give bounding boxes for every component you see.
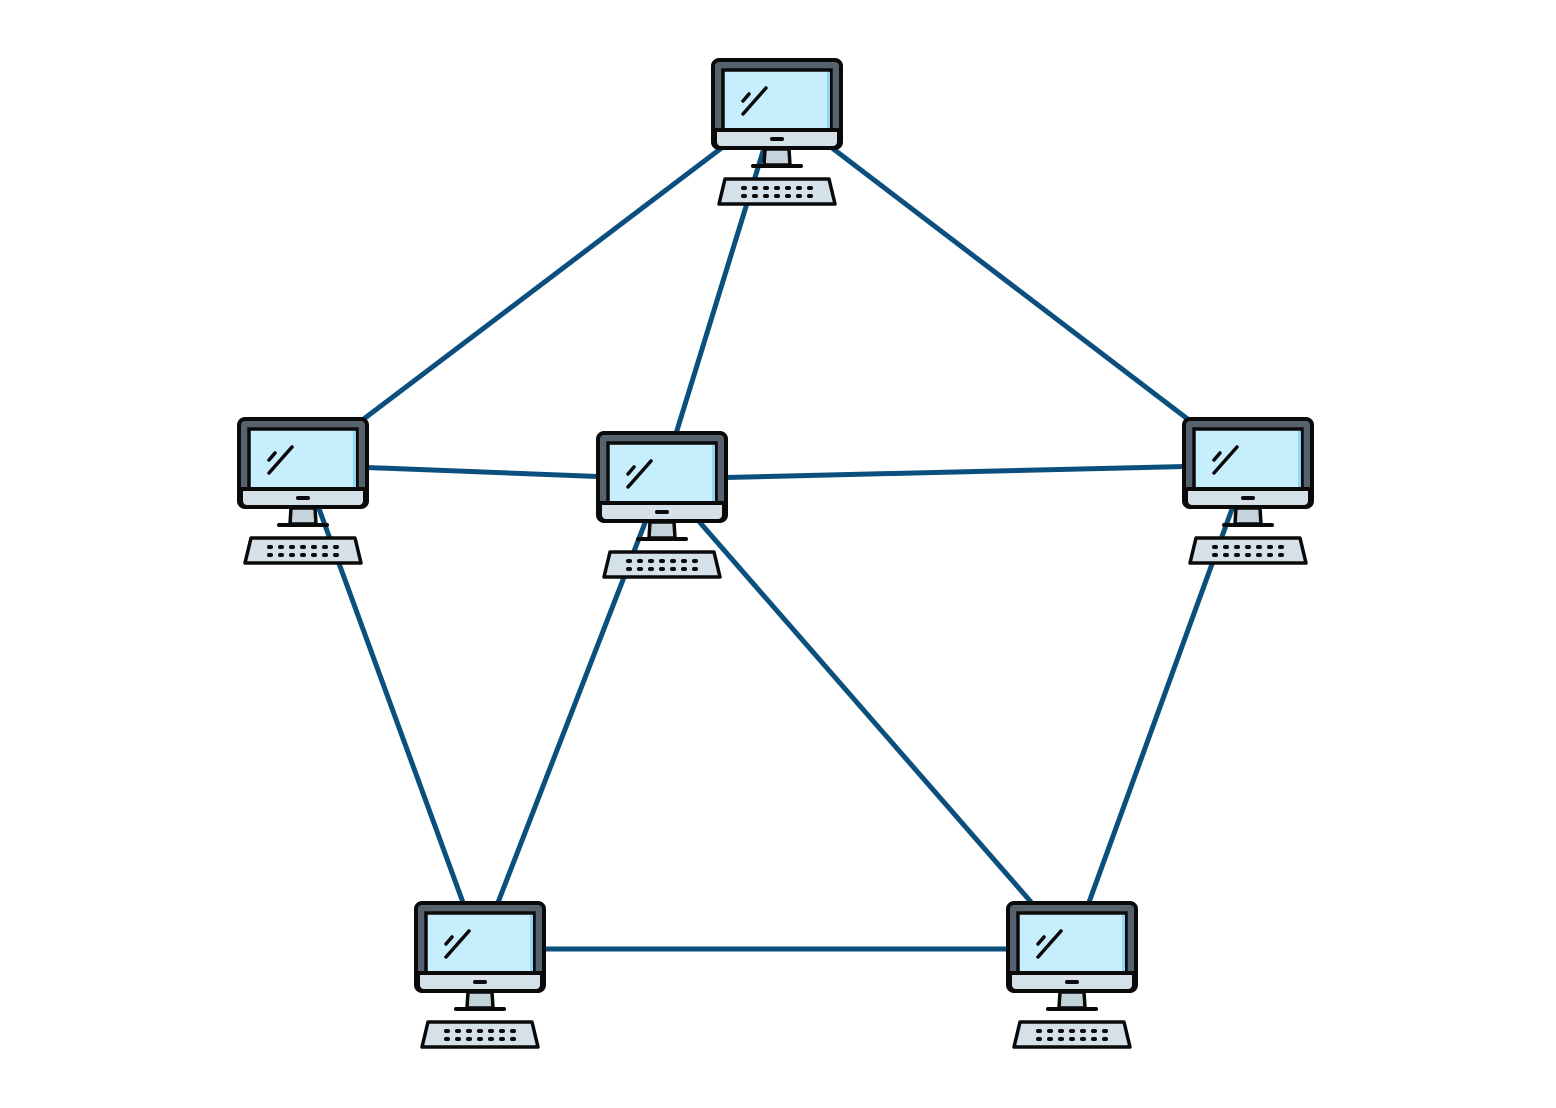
computer-icon-bottom-right bbox=[1006, 901, 1138, 1049]
computer-icon-left bbox=[237, 417, 369, 565]
link-top-left bbox=[301, 104, 779, 467]
link-center-right bbox=[661, 462, 1249, 482]
network-nodes bbox=[237, 58, 1314, 1049]
computer-icon-right bbox=[1182, 417, 1314, 565]
link-center-bottom-right bbox=[660, 477, 1074, 951]
computer-icon-bottom-left bbox=[414, 901, 546, 1049]
link-top-center bbox=[659, 105, 780, 480]
network-links bbox=[300, 104, 1251, 952]
computer-icon-center bbox=[596, 431, 728, 579]
computer-icon-top bbox=[711, 58, 843, 206]
link-top-right bbox=[775, 104, 1250, 467]
link-center-bottom-left bbox=[477, 478, 665, 950]
